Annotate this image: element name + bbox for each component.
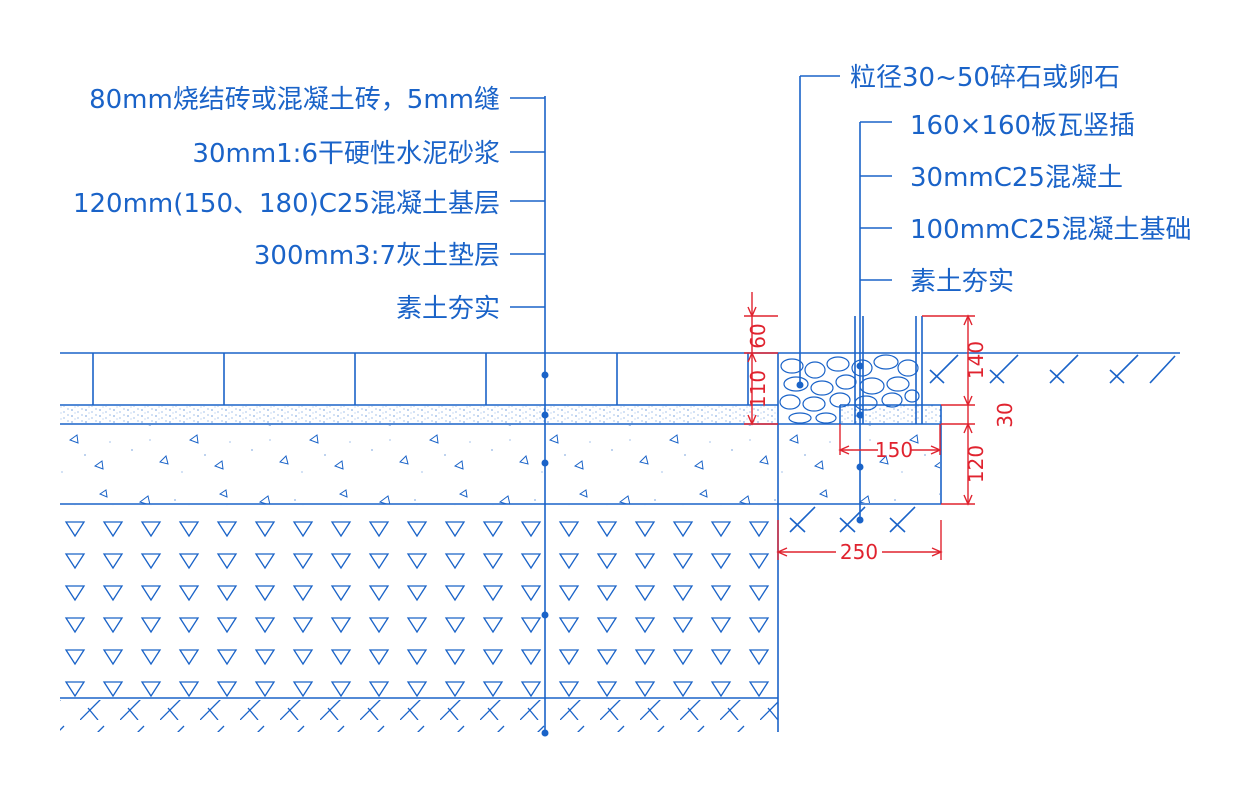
dim-120: 120 bbox=[964, 445, 988, 483]
lime-soil-layer bbox=[60, 505, 778, 699]
label-mortar: 30mm1:6干硬性水泥砂浆 bbox=[192, 139, 500, 169]
label-brick: 80mm烧结砖或混凝土砖，5mm缝 bbox=[89, 85, 500, 115]
label-roof-tile: 160×160板瓦竖插 bbox=[910, 111, 1135, 141]
gravel-strip bbox=[778, 352, 920, 424]
dim-60: 60 bbox=[746, 323, 770, 348]
mortar-layer bbox=[60, 406, 778, 425]
dim-150: 150 bbox=[875, 438, 913, 462]
dim-30: 30 bbox=[993, 402, 1017, 427]
right-leaders bbox=[796, 75, 892, 524]
label-concrete-base: 120mm(150、180)C25混凝土基层 bbox=[73, 189, 500, 219]
label-concrete-foundation: 100mmC25混凝土基础 bbox=[910, 215, 1192, 245]
label-lime-soil: 300mm3:7灰土垫层 bbox=[254, 241, 500, 271]
dimension-lines bbox=[744, 292, 975, 560]
label-compacted-soil-left: 素土夯实 bbox=[396, 294, 500, 324]
label-concrete-30: 30mmC25混凝土 bbox=[910, 163, 1123, 193]
concrete-base-layer bbox=[60, 425, 778, 505]
dim-250: 250 bbox=[840, 540, 878, 564]
roof-tile-vertical bbox=[854, 316, 923, 424]
label-compacted-soil-right: 素土夯实 bbox=[910, 267, 1014, 297]
label-gravel: 粒径30~50碎石或卵石 bbox=[850, 63, 1120, 93]
brick-layer bbox=[60, 352, 778, 406]
compacted-earth-left bbox=[60, 700, 778, 732]
dim-110: 110 bbox=[746, 370, 770, 408]
left-leader bbox=[510, 96, 549, 737]
dim-140: 140 bbox=[964, 341, 988, 379]
compacted-earth-right bbox=[789, 352, 1180, 533]
